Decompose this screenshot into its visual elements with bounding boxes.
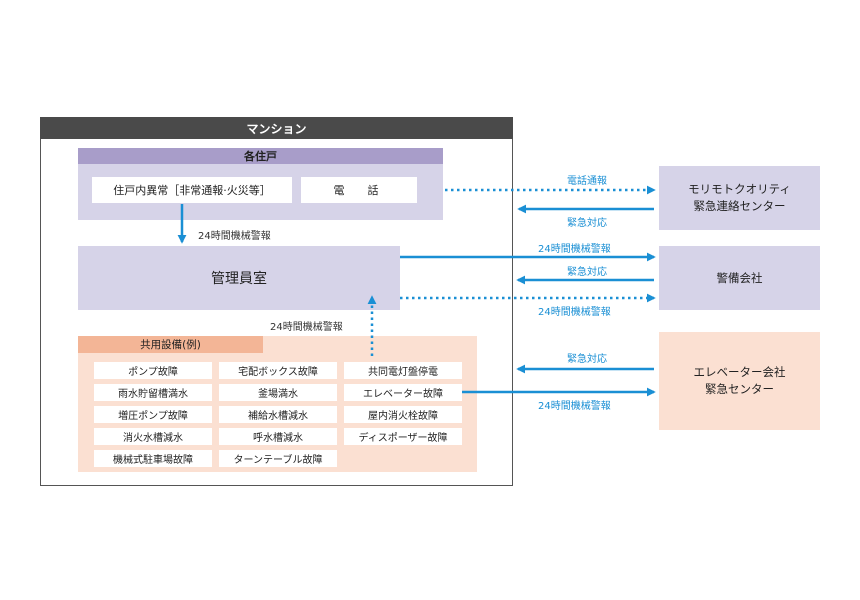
- facility-item: 釜場満水: [219, 384, 337, 401]
- facility-item: 消火水槽減水: [94, 428, 212, 445]
- mansion-title: マンション: [40, 117, 513, 139]
- elevator-company: エレベーター会社 緊急センター: [659, 332, 820, 430]
- residence-phone-box: 電 話: [301, 177, 417, 203]
- facility-item: ディスポーザー故障: [344, 428, 462, 445]
- facility-item: ポンプ故障: [94, 362, 212, 379]
- morimoto-line2: 緊急連絡センター: [693, 199, 786, 213]
- security-company: 警備会社: [659, 246, 820, 310]
- label-phone-report: 電話通報: [567, 176, 607, 187]
- label-emergency-response-3: 緊急対応: [567, 354, 607, 365]
- facility-title: 共用設備(例): [78, 336, 263, 353]
- label-residence-to-office: 24時間機械警報: [198, 231, 271, 242]
- facility-item: 呼水槽減水: [219, 428, 337, 445]
- facility-item: 増圧ポンプ故障: [94, 406, 212, 423]
- facility-item: 補給水槽減水: [219, 406, 337, 423]
- label-office-to-security-bottom: 24時間機械警報: [538, 307, 611, 318]
- facility-item: 機械式駐車場故障: [94, 450, 212, 467]
- facility-item: 雨水貯留槽満水: [94, 384, 212, 401]
- label-office-to-security-top: 24時間機械警報: [538, 244, 611, 255]
- residence-alarm-box: 住戸内異常［非常通報·火災等］: [92, 177, 292, 203]
- label-elevator-alarm: 24時間機械警報: [538, 401, 611, 412]
- facility-item: 共同電灯盤停電: [344, 362, 462, 379]
- morimoto-line1: モリモトクオリティ: [688, 182, 791, 196]
- facility-item: 屋内消火栓故障: [344, 406, 462, 423]
- label-emergency-response-1: 緊急対応: [567, 218, 607, 229]
- elevator-line2: 緊急センター: [705, 382, 774, 396]
- elevator-line1: エレベーター会社: [693, 365, 786, 379]
- residence-title: 各住戸: [78, 148, 443, 164]
- facility-item: エレベーター故障: [344, 384, 462, 401]
- label-emergency-response-2: 緊急対応: [567, 267, 607, 278]
- label-facility-to-office: 24時間機械警報: [270, 322, 343, 333]
- facility-item: ターンテーブル故障: [219, 450, 337, 467]
- facility-block: [78, 336, 477, 472]
- management-office: 管理員室: [78, 246, 400, 310]
- morimoto-emergency-center: モリモトクオリティ 緊急連絡センター: [659, 166, 820, 230]
- facility-item: 宅配ボックス故障: [219, 362, 337, 379]
